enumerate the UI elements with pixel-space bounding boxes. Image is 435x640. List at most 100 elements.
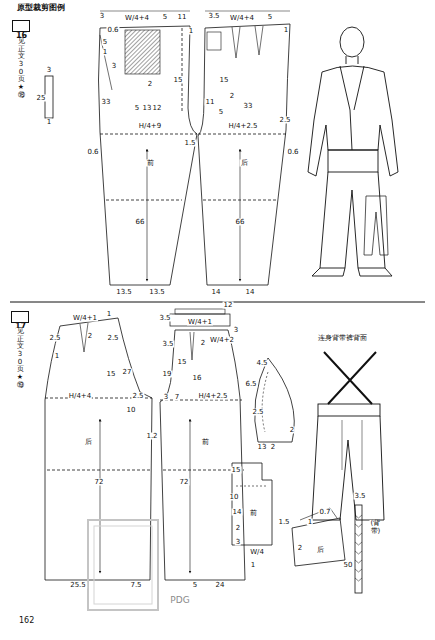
dimension-label: 3 <box>46 67 52 74</box>
overalls-illustration <box>312 352 384 520</box>
dimension-label: 后 <box>316 547 325 554</box>
strap-stitch <box>355 551 362 554</box>
dimension-label: 13.5 <box>115 289 133 296</box>
dimension-label: 5 <box>134 105 140 112</box>
dimension-label: 11 <box>205 99 216 106</box>
dimension-label: 72 <box>94 479 105 486</box>
dimension-label: H/4+4 <box>68 393 92 400</box>
dimension-label: PDG <box>169 596 190 605</box>
dimension-label: 15 <box>106 371 117 378</box>
dimension-label: 33 <box>101 99 112 106</box>
figure-illustration <box>308 27 398 276</box>
strap-stitch <box>355 524 362 527</box>
dimension-label: 12 <box>223 302 234 309</box>
dimension-label: 7 <box>174 394 180 401</box>
bib-front-piece <box>232 463 272 545</box>
dimension-label: 2.5 <box>48 335 61 342</box>
dimension-label: 后 <box>84 439 93 446</box>
dimension-label: 10 <box>229 494 240 501</box>
dimension-label: 3.5 <box>207 13 220 20</box>
dimension-label: 1 <box>188 28 194 35</box>
dimension-label: 10 <box>126 407 137 414</box>
page-number: 162 <box>18 617 35 625</box>
dimension-label: 3.5 <box>158 315 171 322</box>
dimension-label: 72 <box>179 479 190 486</box>
dimension-label: 1 <box>46 119 52 126</box>
dimension-label: 3 <box>163 394 169 401</box>
dimension-label: 3 <box>111 63 117 70</box>
dimension-label: 5 <box>162 14 168 21</box>
strap-stitch <box>355 515 362 518</box>
dimension-label: 前 <box>146 160 155 167</box>
dimension-label: 2.5 <box>131 393 144 400</box>
reference-note: 见正文30页★⑱ <box>17 38 26 100</box>
dimension-label: 3 <box>233 327 239 334</box>
dimension-label: 2 <box>200 340 206 347</box>
reference-note: (背带) <box>370 520 379 535</box>
dimension-label: 1 <box>54 353 60 360</box>
dimension-label: W/4+1 <box>72 315 98 322</box>
back-overall-piece <box>45 318 152 580</box>
dimension-label: 11 <box>177 14 188 21</box>
dimension-label: 1 <box>307 519 313 526</box>
dimension-label: 2 <box>289 427 295 434</box>
dimension-label: 5 <box>192 582 198 589</box>
dimension-label: 5 <box>102 39 108 46</box>
dimension-label: 0.6 <box>86 149 99 156</box>
strap-stitch <box>355 533 362 536</box>
dimension-label: 12 <box>152 105 163 112</box>
dimension-label: 3 <box>99 13 105 20</box>
dimension-label: 7.5 <box>129 582 142 589</box>
dimension-label: 15 <box>173 77 184 84</box>
dimension-label: 2 <box>147 81 153 88</box>
dimension-label: 2.5 <box>278 117 291 124</box>
dimension-label: 2 <box>87 333 93 340</box>
dimension-label: W/4+2 <box>209 337 235 344</box>
dimension-label: 5 <box>267 14 273 21</box>
dimension-label: 1.5 <box>277 519 290 526</box>
dimension-label: 1 <box>250 562 256 569</box>
dimension-label: 16 <box>192 375 203 382</box>
dimension-label: 2 <box>297 545 303 552</box>
dimension-label: 15 <box>177 359 188 366</box>
dimension-label: H/4+9 <box>138 123 162 130</box>
trouser-sketch <box>364 196 388 255</box>
dimension-label: 0.6 <box>286 149 299 156</box>
dimension-label: 2 <box>270 444 276 451</box>
back-trouser-piece <box>198 24 290 285</box>
dimension-label: 4.5 <box>255 360 268 367</box>
dimension-label: 2.5 <box>251 409 264 416</box>
dimension-label: 24 <box>215 582 226 589</box>
figure-number-box: 16 <box>12 20 30 32</box>
dimension-label: 66 <box>135 219 146 226</box>
dimension-label: W/4 <box>249 549 265 556</box>
dimension-label: 后 <box>240 160 249 167</box>
dimension-label: 5 <box>218 109 224 116</box>
figure-number-box: 17 <box>11 311 29 323</box>
strap-piece <box>355 505 362 593</box>
dimension-label: 前 <box>201 439 210 446</box>
page-header: 原型裁剪图例 <box>17 4 65 12</box>
strap-stitch <box>355 560 362 563</box>
dimension-label: 50 <box>343 562 354 569</box>
dimension-label: H/4+2.5 <box>227 123 258 130</box>
dimension-label: 15 <box>231 467 242 474</box>
dimension-label: 14 <box>232 509 243 516</box>
dimension-label: 0.6 <box>106 27 119 34</box>
dimension-label: 连身背带裤背面 <box>317 335 368 342</box>
dimension-label: 0.7 <box>318 509 331 516</box>
dimension-label: 1 <box>106 311 112 318</box>
dimension-label: 2 <box>229 93 235 100</box>
strap-stitch <box>355 569 362 572</box>
dimension-label: W/4+4 <box>229 15 255 22</box>
dimension-label: 前 <box>249 510 258 517</box>
dimension-label: 2.5 <box>106 335 119 342</box>
dimension-label: 13.5 <box>148 289 166 296</box>
dimension-label: 14 <box>211 289 222 296</box>
dimension-label: 3.5 <box>161 341 174 348</box>
dimension-label: 19 <box>162 371 173 378</box>
dimension-label: 3 <box>235 539 241 546</box>
strap-stitch <box>355 542 362 545</box>
dimension-label: 14 <box>245 289 256 296</box>
